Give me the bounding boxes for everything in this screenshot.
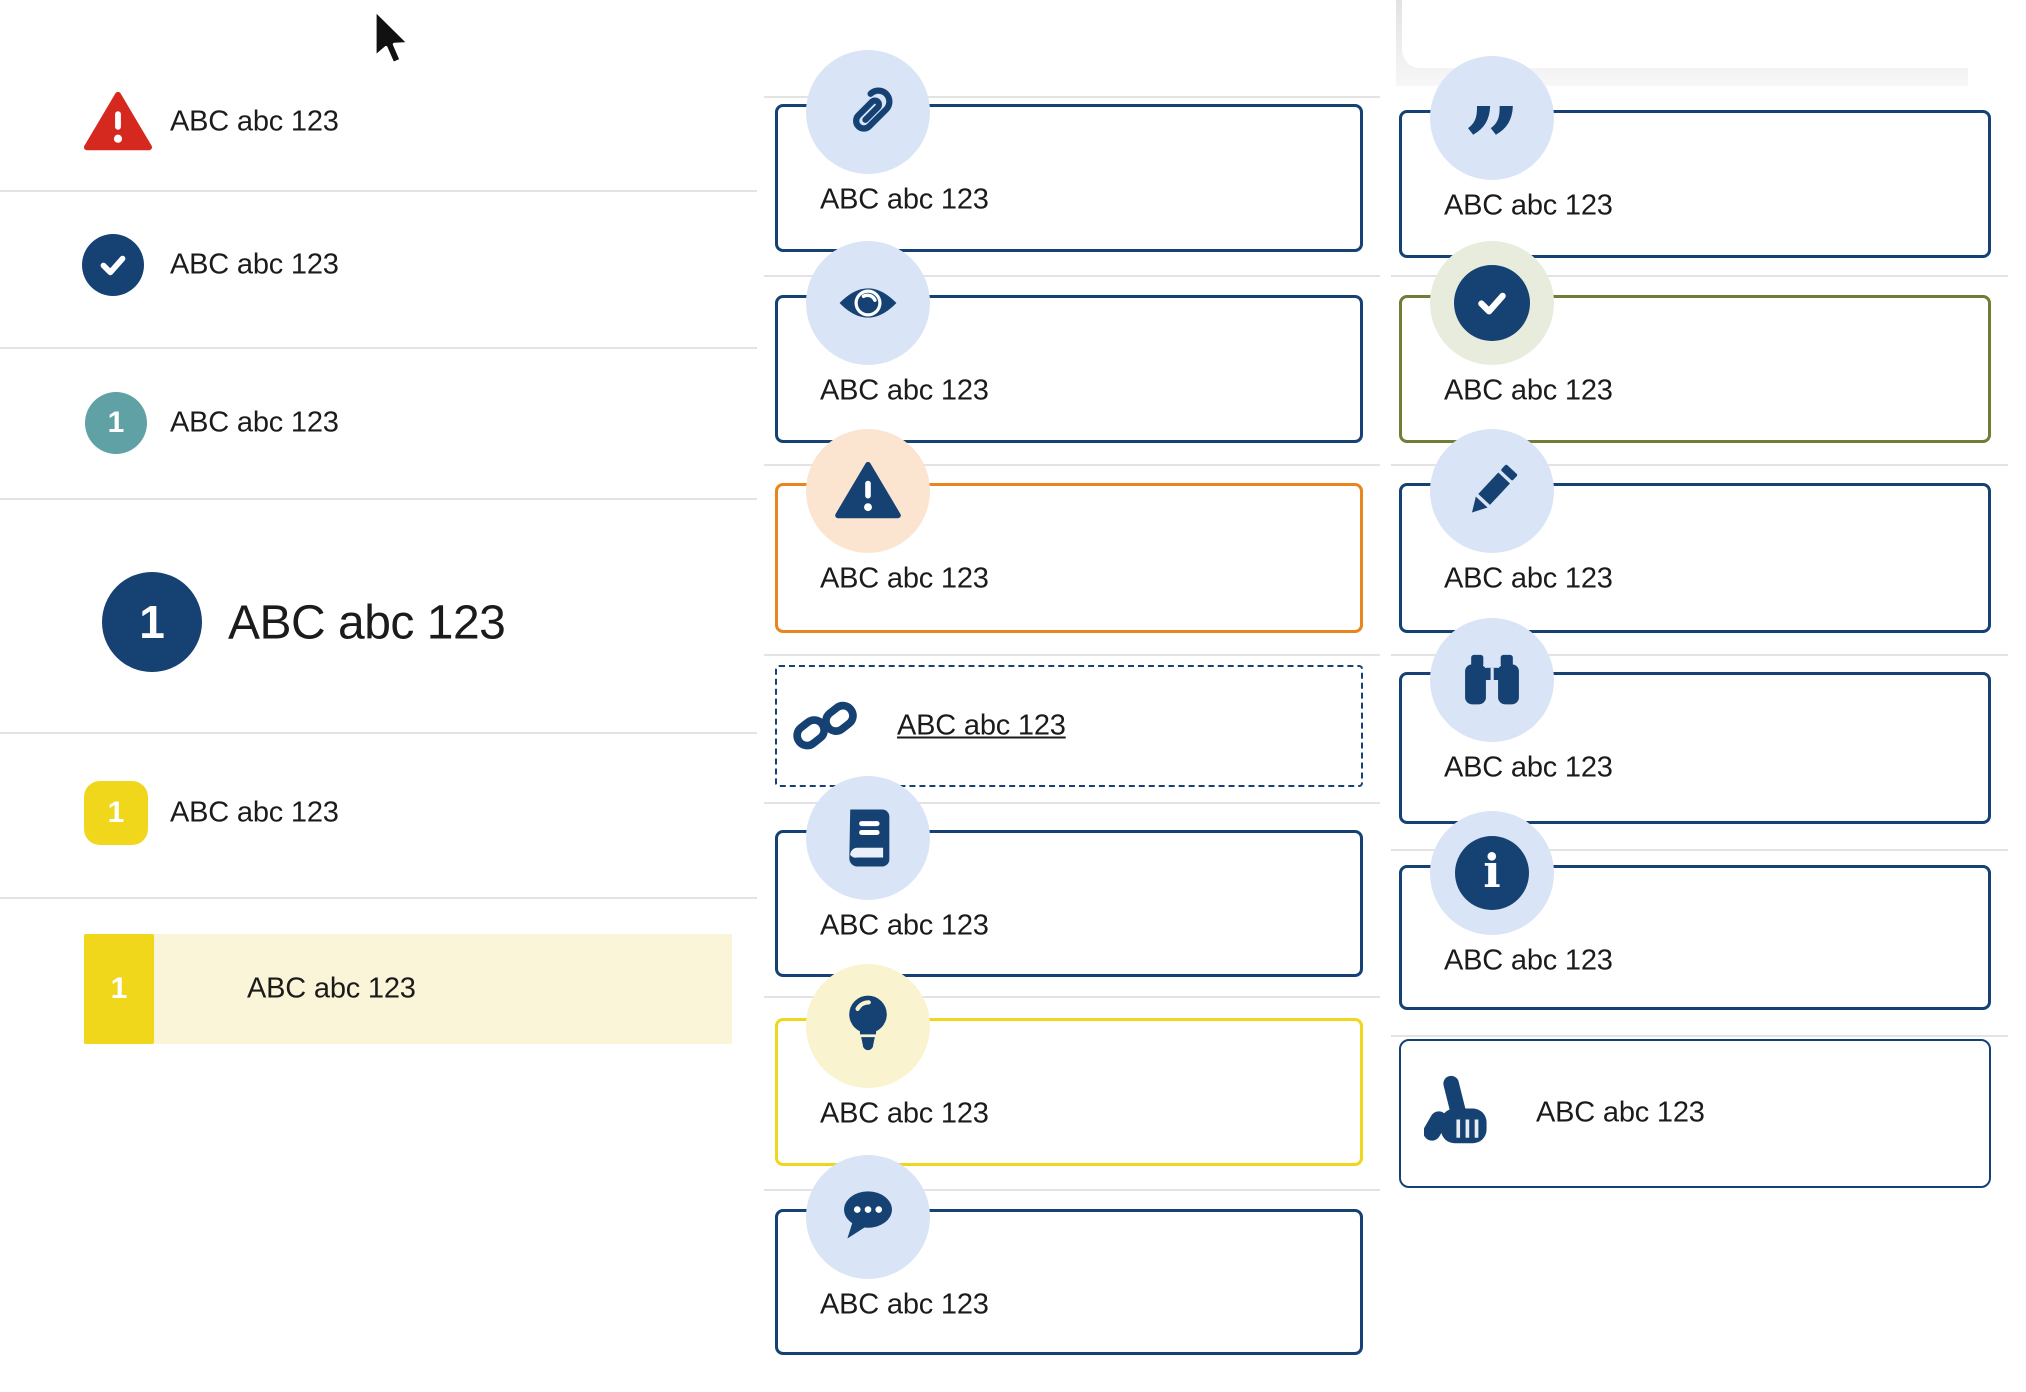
- highlight-row-background: [84, 934, 732, 1044]
- callout-comment: [775, 1209, 1363, 1355]
- list-item-label: ABC abc 123: [170, 796, 339, 829]
- callout-quote: [1399, 110, 1991, 258]
- callout-label: ABC abc 123: [1444, 374, 1613, 407]
- callout-label: ABC abc 123: [820, 1097, 989, 1130]
- number-square-icon: 1: [84, 934, 154, 1044]
- callout-label: ABC abc 123: [1444, 189, 1613, 222]
- pencil-icon: [1430, 429, 1554, 553]
- info-glyph: i: [1483, 844, 1501, 898]
- callout-label: ABC abc 123: [820, 183, 989, 216]
- badge-number: 1: [107, 406, 125, 439]
- eye-icon: [806, 241, 930, 365]
- mouse-cursor: [373, 8, 411, 66]
- check-circle-icon: [82, 234, 144, 296]
- divider: [764, 1189, 1380, 1191]
- divider: [1391, 654, 2008, 656]
- list-item-label: ABC abc 123: [170, 105, 339, 138]
- callout-label: ABC abc 123: [1444, 751, 1613, 784]
- binoculars-icon: [1430, 618, 1554, 742]
- divider: [1391, 464, 2008, 466]
- divider: [764, 654, 1380, 656]
- quote-icon: ”: [1430, 56, 1554, 203]
- callout-search: [1399, 672, 1991, 824]
- warning-icon: [806, 429, 930, 553]
- divider: [0, 347, 757, 349]
- chat-icon: [806, 1155, 930, 1279]
- badge-number: 1: [107, 796, 125, 829]
- callout-link-text[interactable]: ABC abc 123: [897, 709, 1066, 742]
- check-icon: [1430, 241, 1554, 365]
- lightbulb-icon: [806, 964, 930, 1088]
- divider: [0, 498, 757, 500]
- callout-label: ABC abc 123: [1536, 1096, 1705, 1129]
- number-circle-icon: 1: [85, 392, 147, 454]
- callout-label: ABC abc 123: [820, 374, 989, 407]
- divider: [764, 464, 1380, 466]
- callout-label: ABC abc 123: [820, 909, 989, 942]
- number-circle-icon: 1: [102, 572, 202, 672]
- link-icon: [793, 701, 857, 750]
- badge-number: 1: [139, 596, 165, 648]
- divider: [0, 190, 757, 192]
- info-icon: i: [1430, 811, 1554, 935]
- callout-link: [775, 665, 1363, 787]
- list-item-label: ABC abc 123: [247, 972, 416, 1005]
- number-square-icon: 1: [84, 781, 148, 845]
- divider: [1391, 849, 2008, 851]
- alert-triangle-icon: [83, 91, 153, 151]
- badge-number: 1: [110, 972, 128, 1005]
- divider: [764, 96, 1380, 98]
- callout-label: ABC abc 123: [1444, 944, 1613, 977]
- divider: [764, 802, 1380, 804]
- quote-glyph: ”: [1463, 85, 1521, 203]
- divider: [764, 275, 1380, 277]
- list-item-label: ABC abc 123: [170, 248, 339, 281]
- divider: [1391, 275, 2008, 277]
- divider: [764, 996, 1380, 998]
- divider: [0, 897, 757, 899]
- book-icon: [806, 776, 930, 900]
- list-item-label: ABC abc 123: [170, 406, 339, 439]
- hand-pointer-icon: [1424, 1075, 1487, 1144]
- divider: [1391, 1035, 2008, 1037]
- divider: [0, 732, 757, 734]
- callout-action: [1399, 1039, 1991, 1188]
- list-item-label: ABC abc 123: [228, 596, 506, 650]
- callout-label: ABC abc 123: [820, 562, 989, 595]
- callout-label: ABC abc 123: [820, 1288, 989, 1321]
- callout-label: ABC abc 123: [1444, 562, 1613, 595]
- paperclip-icon: [806, 50, 930, 174]
